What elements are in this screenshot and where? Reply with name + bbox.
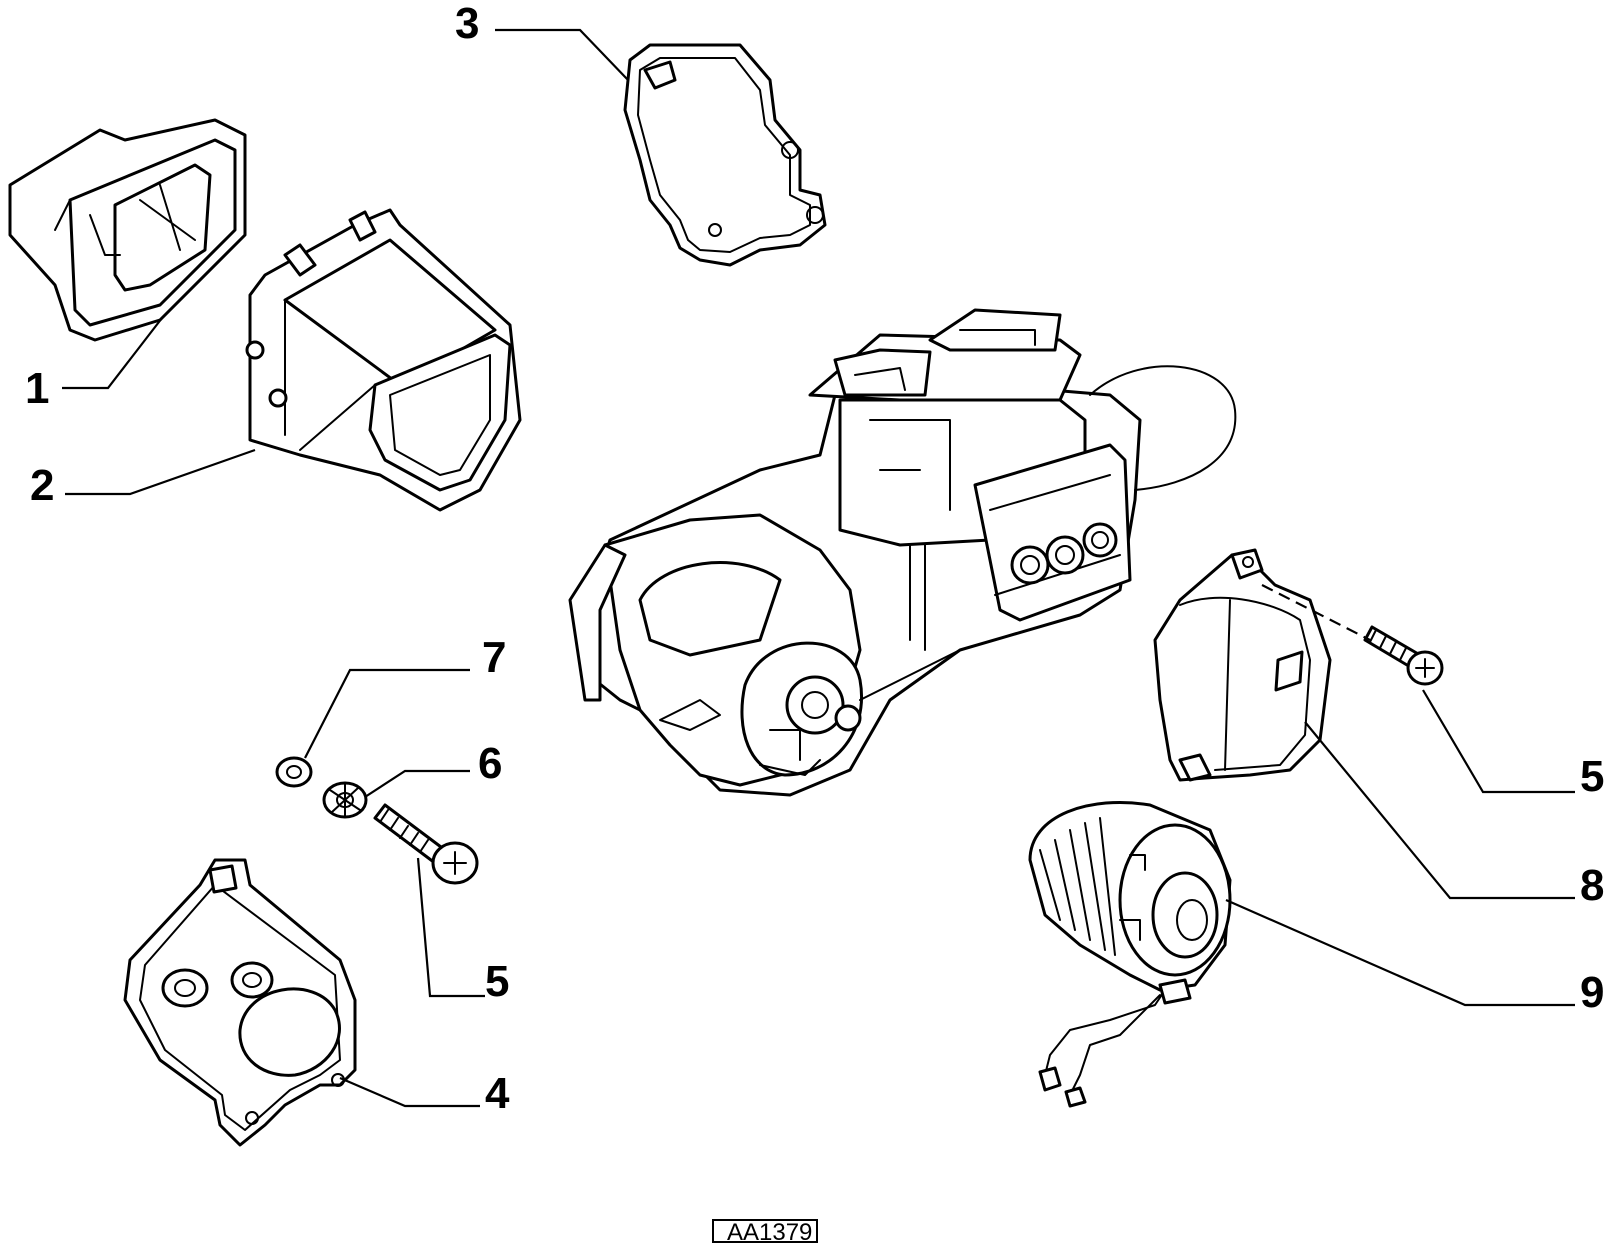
leader-4 (339, 1076, 480, 1108)
leader-9 (1225, 898, 1575, 1007)
leader-7 (304, 668, 470, 759)
leader-5a (416, 857, 485, 998)
callout-6: 6 (478, 739, 502, 788)
callout-1: 1 (25, 364, 49, 413)
leader-2 (65, 448, 256, 496)
part-9-blower-motor (1028, 801, 1232, 1108)
part-5-screw-left (373, 803, 479, 885)
part-5-screw-right (1363, 625, 1444, 686)
part-3-cover (623, 43, 827, 267)
callout-5-left: 5 (485, 957, 509, 1006)
part-1-air-inlet-frame (8, 118, 247, 342)
leader-3 (495, 28, 629, 81)
callout-4: 4 (485, 1069, 510, 1118)
leader-8 (1304, 721, 1575, 900)
reference-code: AA1379 (712, 1219, 818, 1246)
callout-3: 3 (455, 0, 479, 48)
callout-7: 7 (482, 633, 506, 682)
reference-code-label: AA1379 (727, 1219, 812, 1246)
callout-numbers: 1 2 3 4 5 5 6 7 8 9 (25, 0, 1604, 1118)
part-8-motor-cover (1153, 548, 1332, 782)
callout-5-right: 5 (1580, 752, 1604, 801)
part-6-clip-nut (322, 781, 368, 819)
part-2-filter-housing (245, 208, 522, 512)
dashed-leader-screw (1261, 584, 1371, 641)
leader-5b (1422, 689, 1575, 794)
part-7-washer (275, 756, 313, 788)
hvac-unit-assembly (568, 308, 1237, 797)
callout-2: 2 (30, 461, 54, 510)
leader-lines (62, 28, 1575, 1108)
leader-6 (364, 769, 470, 798)
callout-9: 9 (1580, 968, 1604, 1017)
callout-8: 8 (1580, 861, 1604, 910)
part-4-cover (123, 858, 357, 1147)
leader-1 (62, 317, 163, 390)
